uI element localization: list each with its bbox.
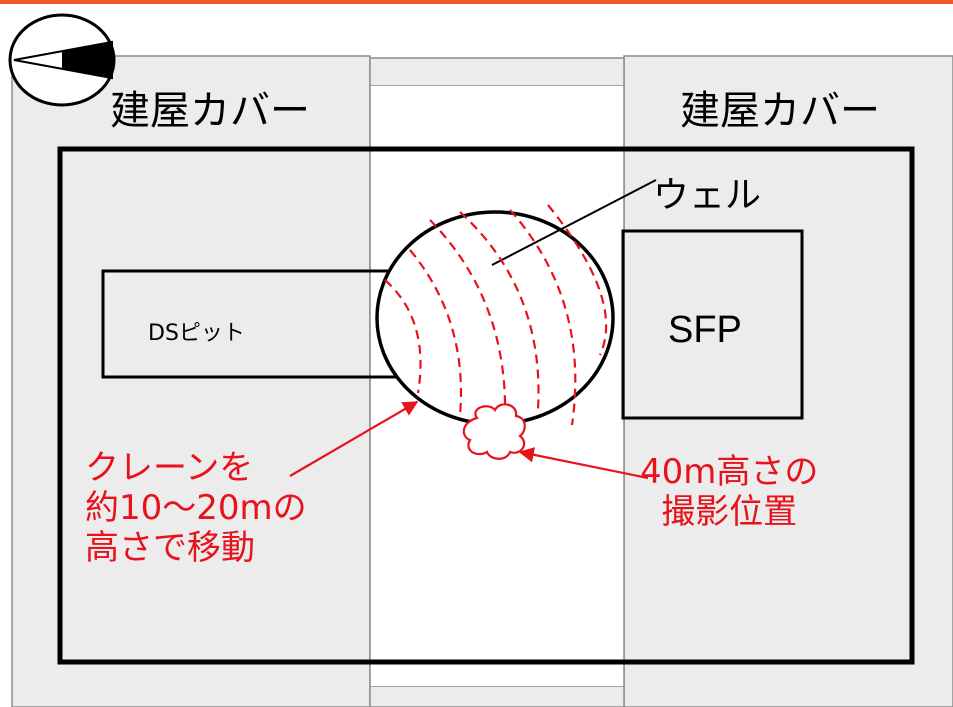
crane-move-label-line-3: 高さで移動 (85, 528, 255, 569)
photo-position-label: 40m高さの 撮影位置 (640, 452, 818, 532)
crane-arc-3 (429, 219, 507, 419)
well-leader-line (491, 179, 657, 266)
crane-arrow (289, 401, 419, 477)
north-compass-icon (8, 13, 116, 107)
crane-arc-4 (459, 211, 540, 411)
building-cover-left-label: 建屋カバー (110, 88, 310, 134)
sfp-label: SFP (668, 309, 742, 351)
well-label: ウェル (653, 175, 762, 216)
photo-position-label-line-1: 40m高さの (640, 452, 819, 492)
cover-strip-bottom (369, 685, 625, 707)
crane-arc-5 (509, 209, 577, 426)
crane-path-arcs (384, 204, 608, 426)
crane-move-label-line-1: クレーンを (85, 448, 254, 488)
building-cover-right (623, 55, 953, 707)
building-cover-left (11, 55, 371, 707)
photo-arrow (518, 447, 649, 480)
crane-arc-6 (547, 204, 608, 356)
building-outline (57, 146, 915, 665)
building-cover-right-label: 建屋カバー (680, 88, 880, 134)
sfp-box (621, 229, 804, 420)
crane-arc-1 (384, 279, 422, 394)
ds-pit-label: DSピット (148, 321, 245, 346)
photo-position-label-line-2: 撮影位置 (661, 492, 798, 533)
crane-move-label: クレーンを 約10～20mの 高さで移動 (85, 448, 307, 568)
crane-arc-2 (409, 249, 463, 416)
cover-strip-top (369, 57, 625, 87)
top-border (0, 0, 953, 4)
crane-move-label-line-2: 約10～20mの (85, 488, 307, 529)
